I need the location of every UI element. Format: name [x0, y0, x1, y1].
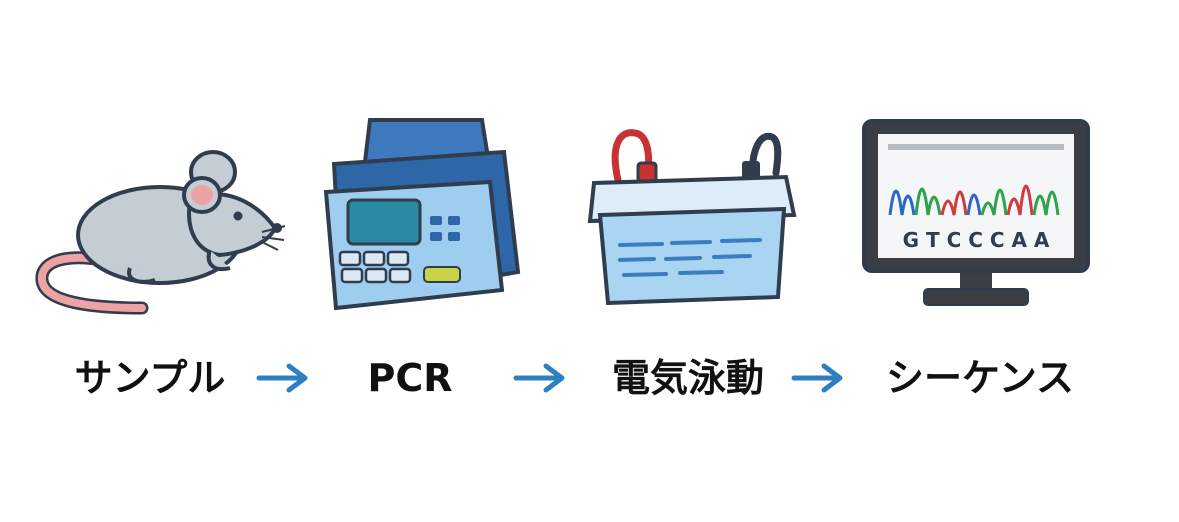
arrow-right-icon — [256, 363, 308, 393]
sequence-text: G T C C C A A — [903, 228, 1050, 252]
pcr-machine-icon — [323, 118, 521, 311]
step-label-sequencing: シーケンス — [885, 356, 1075, 400]
arrow-right-icon — [513, 363, 565, 393]
step-label-pcr: PCR — [367, 356, 453, 400]
electrophoresis-tank-icon — [587, 129, 797, 305]
sequencer-monitor-icon: G T C C C A A — [862, 119, 1090, 306]
arrow-right-icon — [791, 363, 843, 393]
step-label-electrophoresis: 電気泳動 — [611, 356, 764, 400]
step-label-sample: サンプル — [74, 356, 226, 400]
mouse-icon — [35, 150, 286, 315]
